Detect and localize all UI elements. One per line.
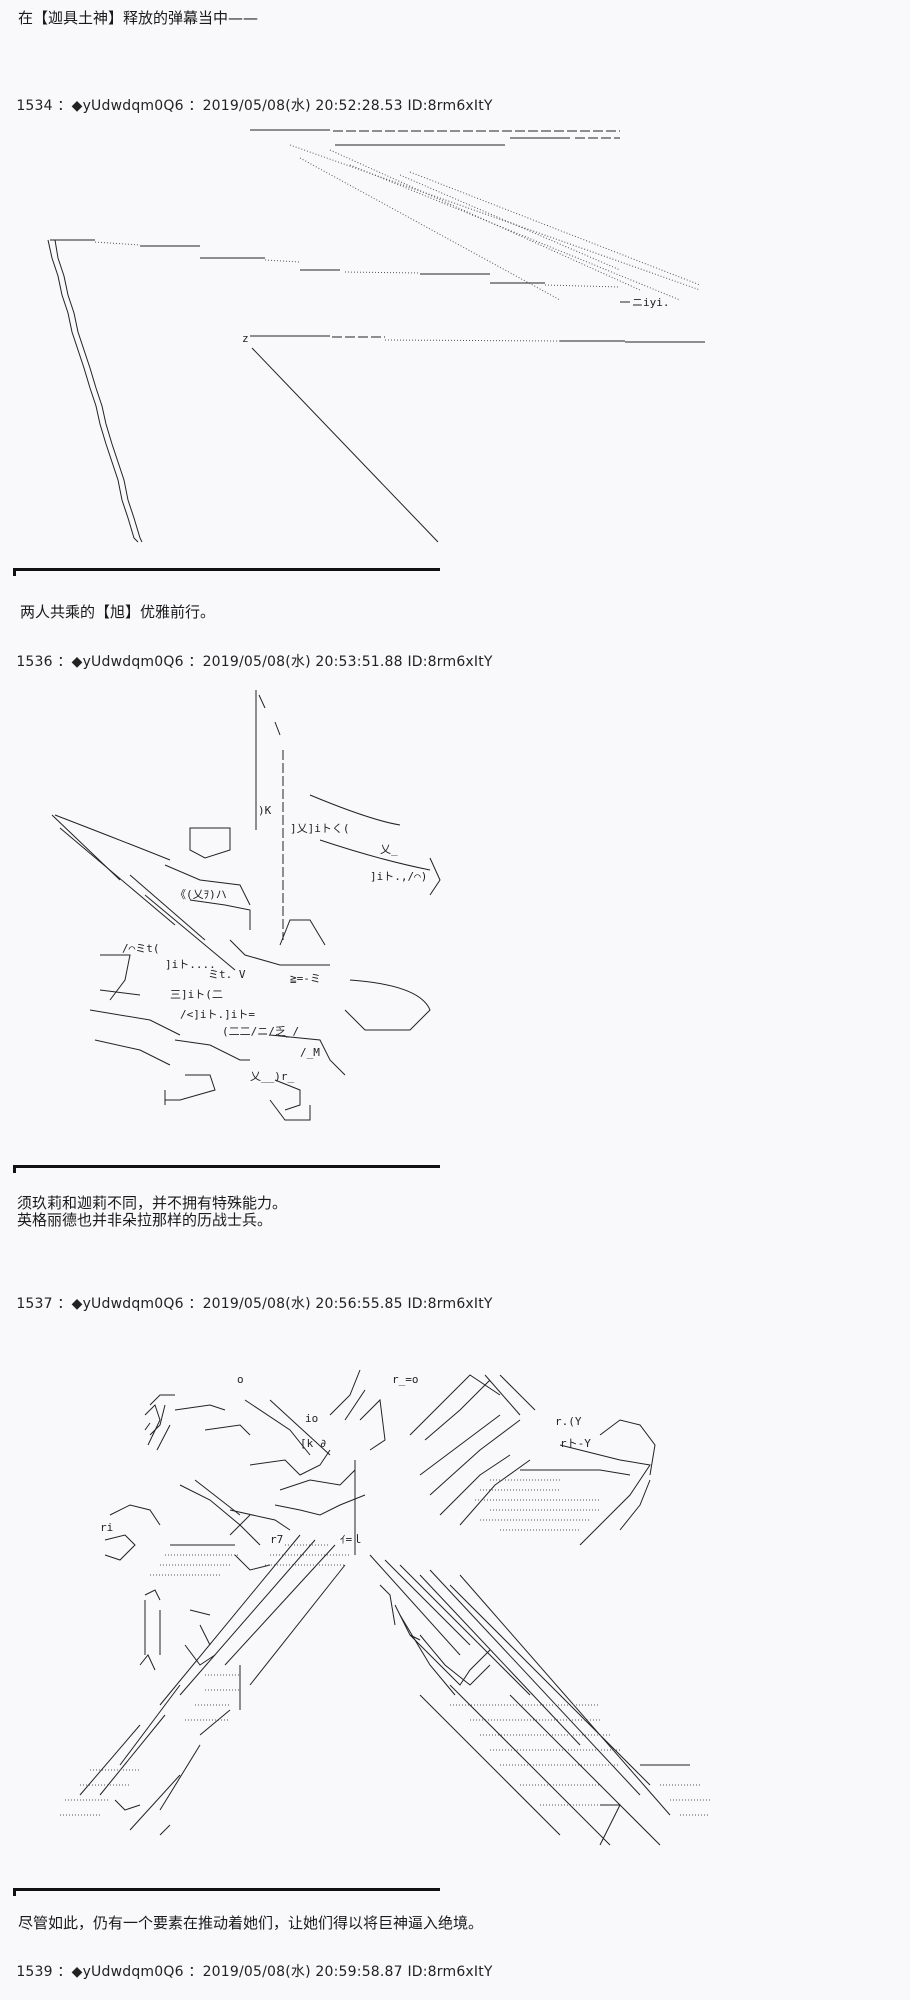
post-date: 2019/05/08(水) 20:56:55.85 — [202, 1296, 403, 1312]
svg-text:三]iト(二: 三]iト(二 — [170, 988, 223, 1001]
svg-text:io: io — [305, 1412, 318, 1425]
post-header-1536: 1536 ：◆yUdwdqm0Q6 ：2019/05/08(水) 20:53:5… — [7, 638, 493, 670]
narration-line-5: 尽管如此，仍有一个要素在推动着她们，让她们得以将巨神逼入绝境。 — [18, 1914, 484, 1932]
svg-text:[k ∂: [k ∂ — [300, 1437, 327, 1450]
svg-text:/_M: /_M — [300, 1046, 320, 1059]
divider-corner — [13, 568, 16, 576]
post-number: 1536 — [16, 654, 53, 670]
post-header-1539: 1539 ：◆yUdwdqm0Q6 ：2019/05/08(水) 20:59:5… — [7, 1948, 493, 1980]
svg-text:ミt. V: ミt. V — [208, 968, 246, 981]
svg-text:《(乂ｦ)ハ: 《(乂ｦ)ハ — [175, 888, 227, 901]
post-number: 1539 — [16, 1964, 53, 1980]
post-trip[interactable]: ◆yUdwdqm0Q6 — [71, 1964, 184, 1980]
svg-text:ニiyi.: ニiyi. — [632, 296, 670, 309]
svg-text:/<]iト.]iト=: /<]iト.]iト= — [180, 1008, 255, 1021]
post-separator: ： — [188, 1296, 203, 1312]
svg-text:≧=-ミ: ≧=-ミ — [290, 972, 321, 985]
post-id[interactable]: ID:8rm6xItY — [407, 654, 493, 670]
post-number: 1537 — [16, 1296, 53, 1312]
post-separator: ： — [188, 654, 203, 670]
post-id[interactable]: ID:8rm6xItY — [407, 1296, 493, 1312]
narration-line-1: 在【迦具土神】释放的弹幕当中—— — [18, 9, 259, 27]
svg-text:/⌒ミt(: /⌒ミt( — [122, 942, 160, 955]
svg-text:乂__)r_: 乂__)r_ — [250, 1070, 294, 1083]
post-separator: ： — [57, 98, 72, 114]
divider-corner — [13, 1165, 16, 1173]
post-header-1534: 1534 ：◆yUdwdqm0Q6 ：2019/05/08(水) 20:52:2… — [7, 82, 493, 114]
post-id[interactable]: ID:8rm6xItY — [407, 98, 493, 114]
ascii-art-mech-crossed-weapons: o r_=o io [k ∂ r.(Y rト-Y ri r7 ｲ=ｌ — [60, 1369, 710, 1846]
divider-rule — [13, 1888, 440, 1891]
post-date: 2019/05/08(水) 20:52:28.53 — [202, 98, 403, 114]
svg-text:rト-Y: rト-Y — [560, 1437, 591, 1450]
svg-text:]iト....: ]iト.... — [165, 958, 216, 971]
divider-rule — [13, 568, 440, 571]
divider-corner — [13, 1888, 16, 1896]
svg-text:r.(Y: r.(Y — [555, 1415, 582, 1428]
post-date: 2019/05/08(水) 20:53:51.88 — [202, 654, 403, 670]
narration-line-4: 英格丽德也并非朵拉那样的历战士兵。 — [17, 1211, 273, 1229]
svg-text:o: o — [237, 1373, 244, 1386]
narration-line-2: 两人共乘的【旭】优雅前行。 — [20, 603, 216, 621]
post-trip[interactable]: ◆yUdwdqm0Q6 — [71, 98, 184, 114]
svg-text:乂_: 乂_ — [380, 843, 398, 856]
post-trip[interactable]: ◆yUdwdqm0Q6 — [71, 1296, 184, 1312]
svg-text:r7: r7 — [270, 1533, 283, 1546]
svg-text:r_=o: r_=o — [392, 1373, 419, 1386]
svg-text:]iト.,/⌒): ]iト.,/⌒) — [370, 870, 427, 883]
svg-text:]乂]iトく(: ]乂]iトく( — [290, 822, 350, 835]
post-separator: ： — [188, 1964, 203, 1980]
post-number: 1534 — [16, 98, 53, 114]
svg-text:ｲ=ｌ: ｲ=ｌ — [340, 1533, 363, 1546]
narration-line-3: 须玖莉和迦莉不同，并不拥有特殊能力。 — [17, 1194, 288, 1212]
post-separator: ： — [188, 98, 203, 114]
svg-text:)K: )K — [258, 804, 272, 817]
svg-text:z: z — [242, 332, 249, 345]
divider-rule — [13, 1165, 440, 1168]
post-id[interactable]: ID:8rm6xItY — [407, 1964, 493, 1980]
post-separator: ： — [57, 1296, 72, 1312]
ascii-art-asahi-mecha: )K ]乂]iトく( 乂_ ]iト.,/⌒) 《(乂ｦ)ハ /⌒ミt( ]iト.… — [51, 690, 441, 1121]
post-separator: ： — [57, 654, 72, 670]
ascii-art-beams: ニiyi. z — [47, 129, 705, 543]
svg-text:ri: ri — [100, 1521, 113, 1534]
post-date: 2019/05/08(水) 20:59:58.87 — [202, 1964, 403, 1980]
svg-text:(二二/ニ/乏_/: (二二/ニ/乏_/ — [222, 1025, 299, 1038]
post-trip[interactable]: ◆yUdwdqm0Q6 — [71, 654, 184, 670]
post-header-1537: 1537 ：◆yUdwdqm0Q6 ：2019/05/08(水) 20:56:5… — [7, 1280, 493, 1312]
post-separator: ： — [57, 1964, 72, 1980]
